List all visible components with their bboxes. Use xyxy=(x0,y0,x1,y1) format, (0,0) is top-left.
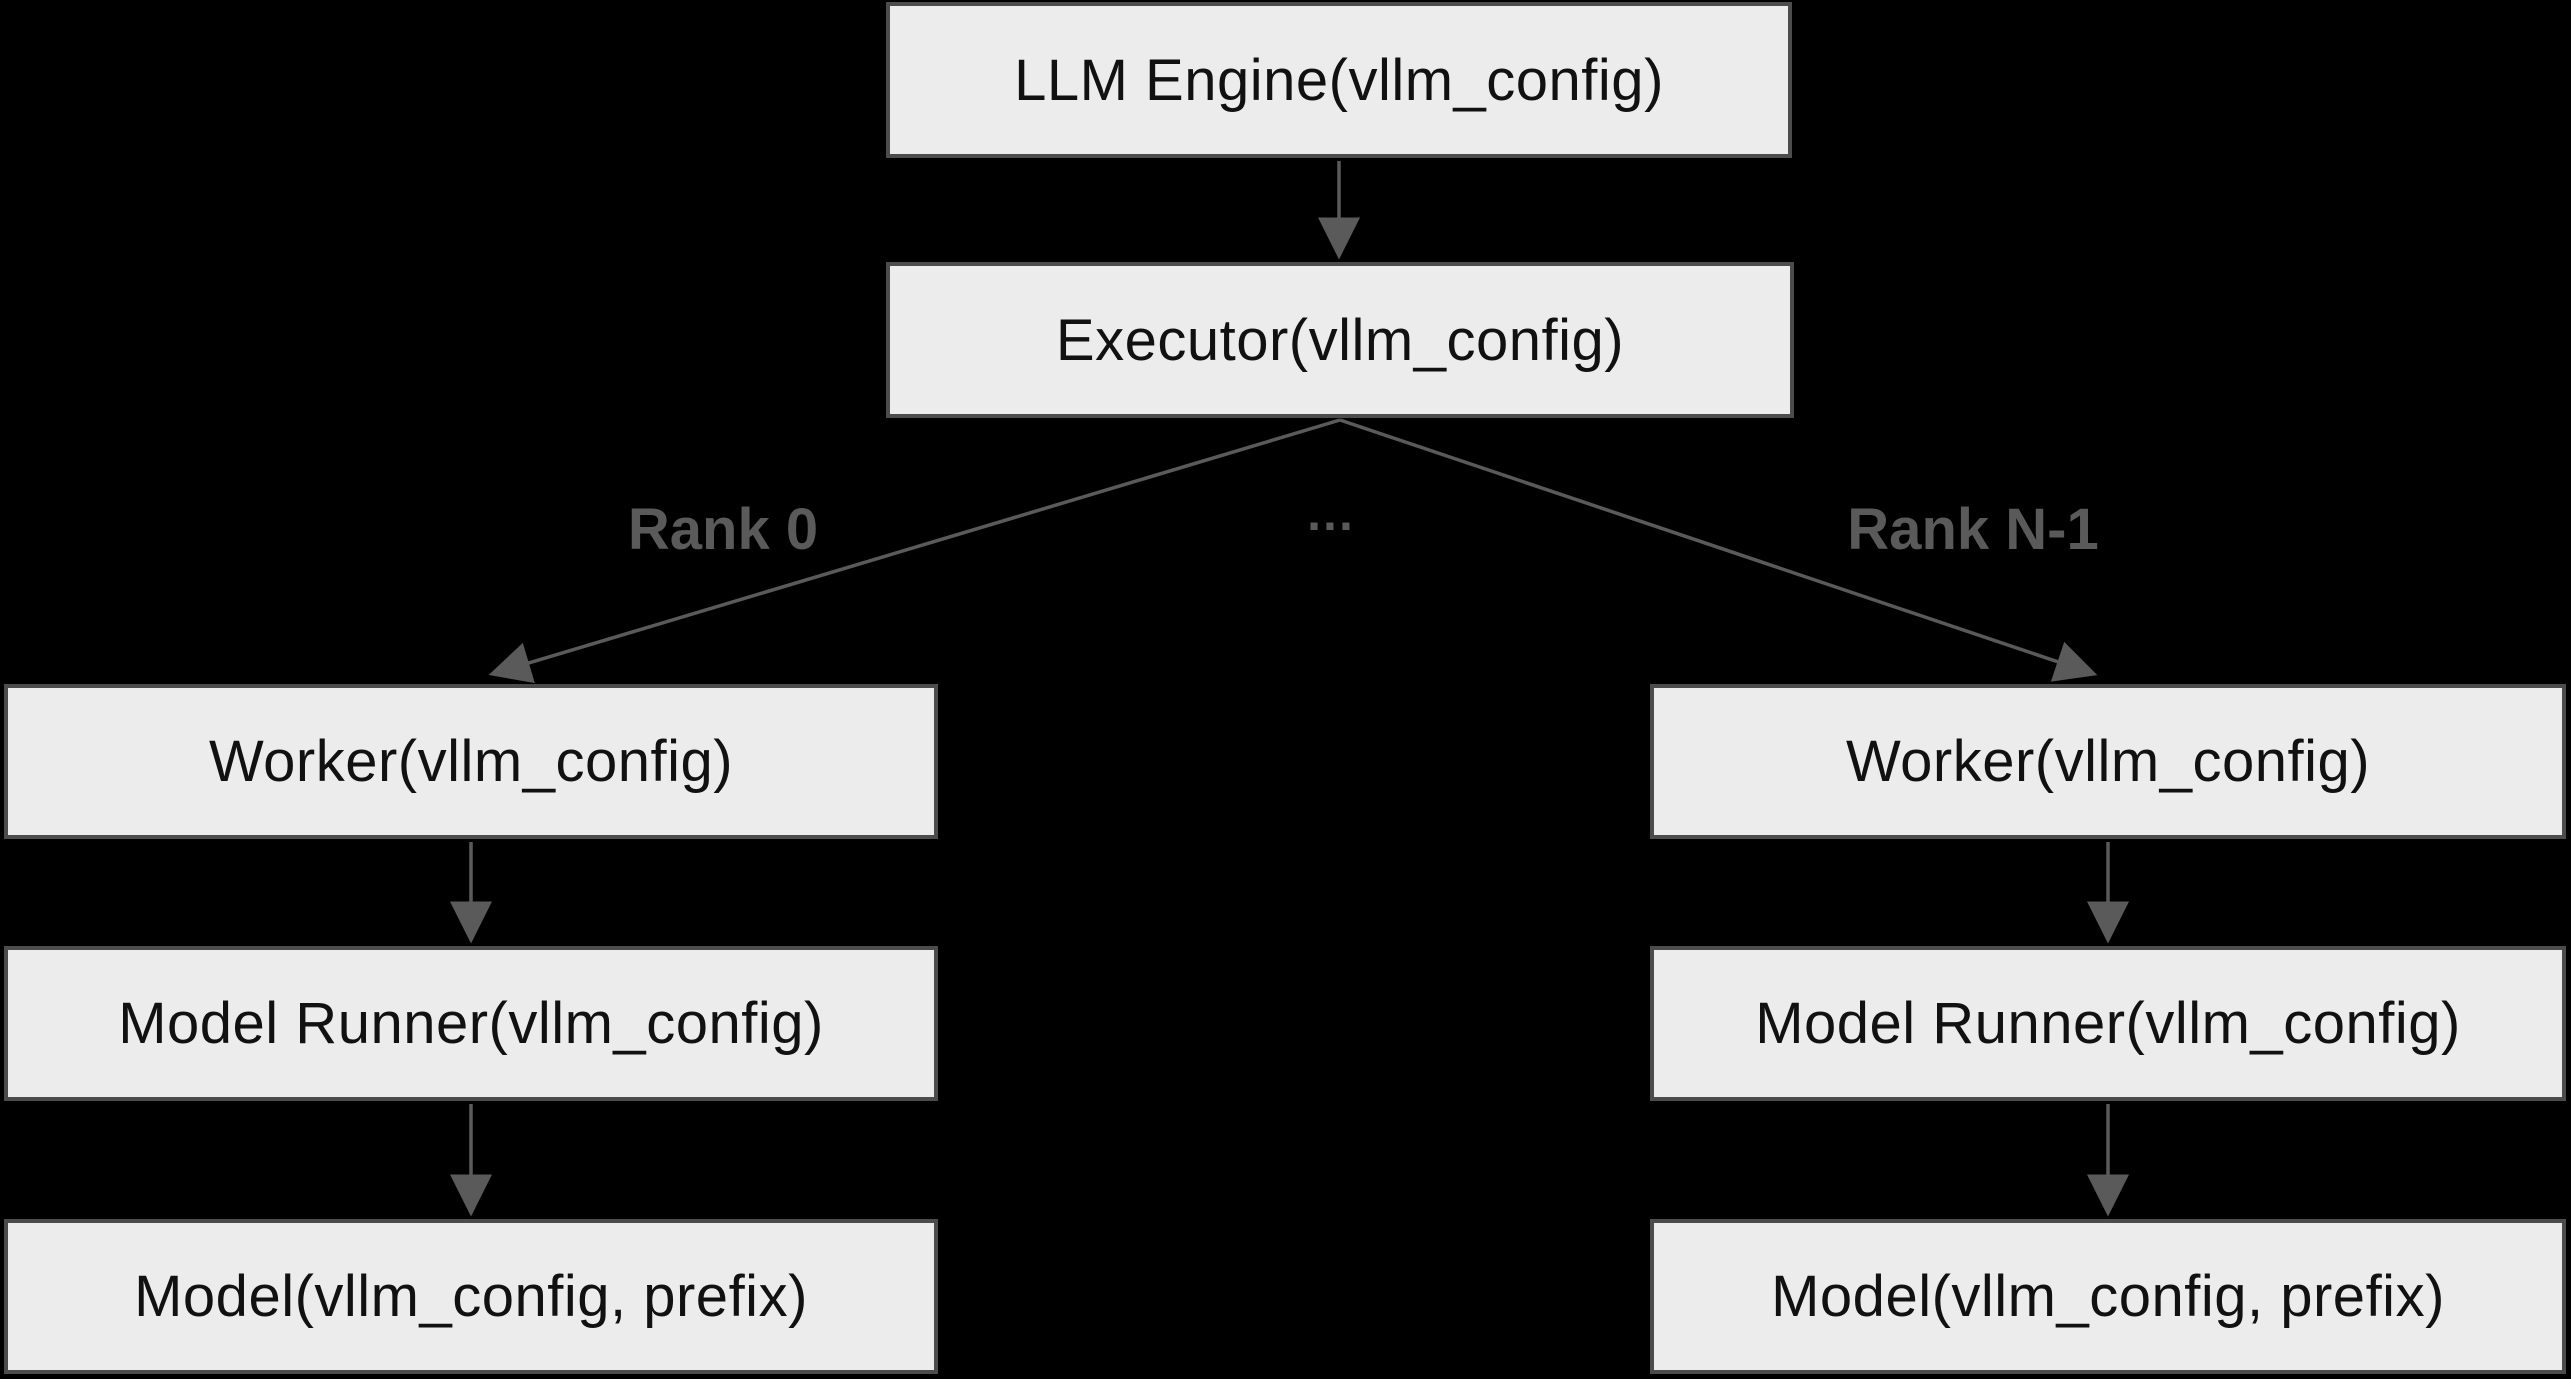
edge-label-rank-0: Rank 0 xyxy=(627,496,819,562)
node-llm-engine: LLM Engine(vllm_config) xyxy=(886,2,1792,158)
node-executor: Executor(vllm_config) xyxy=(886,262,1794,418)
node-llm-engine-label: LLM Engine(vllm_config) xyxy=(1014,47,1664,113)
node-model-runner-right-label: Model Runner(vllm_config) xyxy=(1755,991,2461,1056)
node-worker-left: Worker(vllm_config) xyxy=(4,684,938,839)
node-model-right: Model(vllm_config, prefix) xyxy=(1650,1219,2566,1374)
edge-label-ellipsis: ... xyxy=(1307,485,1355,541)
node-worker-left-label: Worker(vllm_config) xyxy=(208,729,734,794)
node-model-runner-right: Model Runner(vllm_config) xyxy=(1650,946,2566,1101)
edge-executor-to-worker-right xyxy=(1339,418,2098,682)
node-model-runner-left-label: Model Runner(vllm_config) xyxy=(118,991,824,1056)
edge-executor-to-worker-left xyxy=(488,418,1341,684)
node-model-right-label: Model(vllm_config, prefix) xyxy=(1771,1264,2445,1329)
node-model-runner-left: Model Runner(vllm_config) xyxy=(4,946,938,1101)
node-model-left-label: Model(vllm_config, prefix) xyxy=(134,1264,808,1329)
node-worker-right-label: Worker(vllm_config) xyxy=(1845,729,2371,794)
edge-label-rank-n1: Rank N-1 xyxy=(1847,496,2099,562)
node-model-left: Model(vllm_config, prefix) xyxy=(4,1219,938,1374)
node-executor-label: Executor(vllm_config) xyxy=(1055,307,1625,373)
node-worker-right: Worker(vllm_config) xyxy=(1650,684,2566,839)
